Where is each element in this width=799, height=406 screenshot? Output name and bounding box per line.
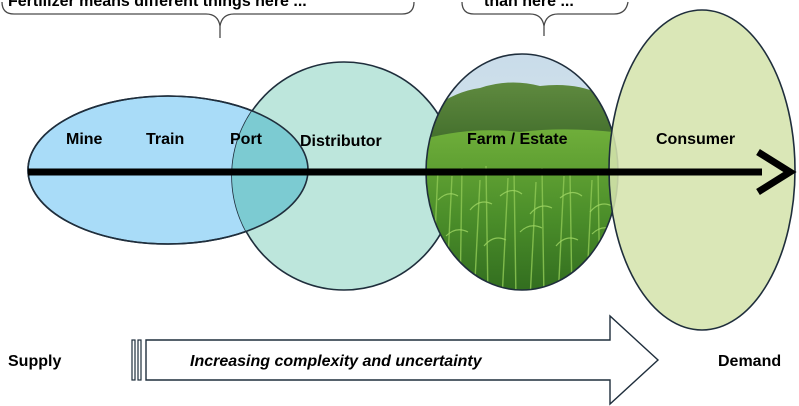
stage-farm: Farm / Estate (467, 131, 568, 148)
stage-consumer: Consumer (656, 131, 735, 148)
complexity-arrow-label: Increasing complexity and uncertainty (190, 353, 483, 370)
stage-mine: Mine (66, 131, 103, 148)
complexity-arrow (131, 314, 660, 406)
demand-label: Demand (718, 353, 781, 370)
callout-left-text: Fertilizer means different things here .… (8, 0, 307, 10)
flow-arrow-head-icon (756, 149, 797, 195)
callout-right: than here ... (461, 0, 629, 36)
supply-label: Supply (8, 353, 61, 370)
callout-left: Fertilizer means different things here .… (1, 0, 415, 38)
flow-arrow (28, 149, 797, 195)
stage-distributor: Distributor (300, 133, 382, 150)
callout-right-text: than here ... (484, 0, 574, 10)
stage-train: Train (146, 131, 184, 148)
callout-right-bracket (461, 1, 629, 36)
callout-left-bracket (1, 1, 415, 38)
stage-port: Port (230, 131, 263, 148)
